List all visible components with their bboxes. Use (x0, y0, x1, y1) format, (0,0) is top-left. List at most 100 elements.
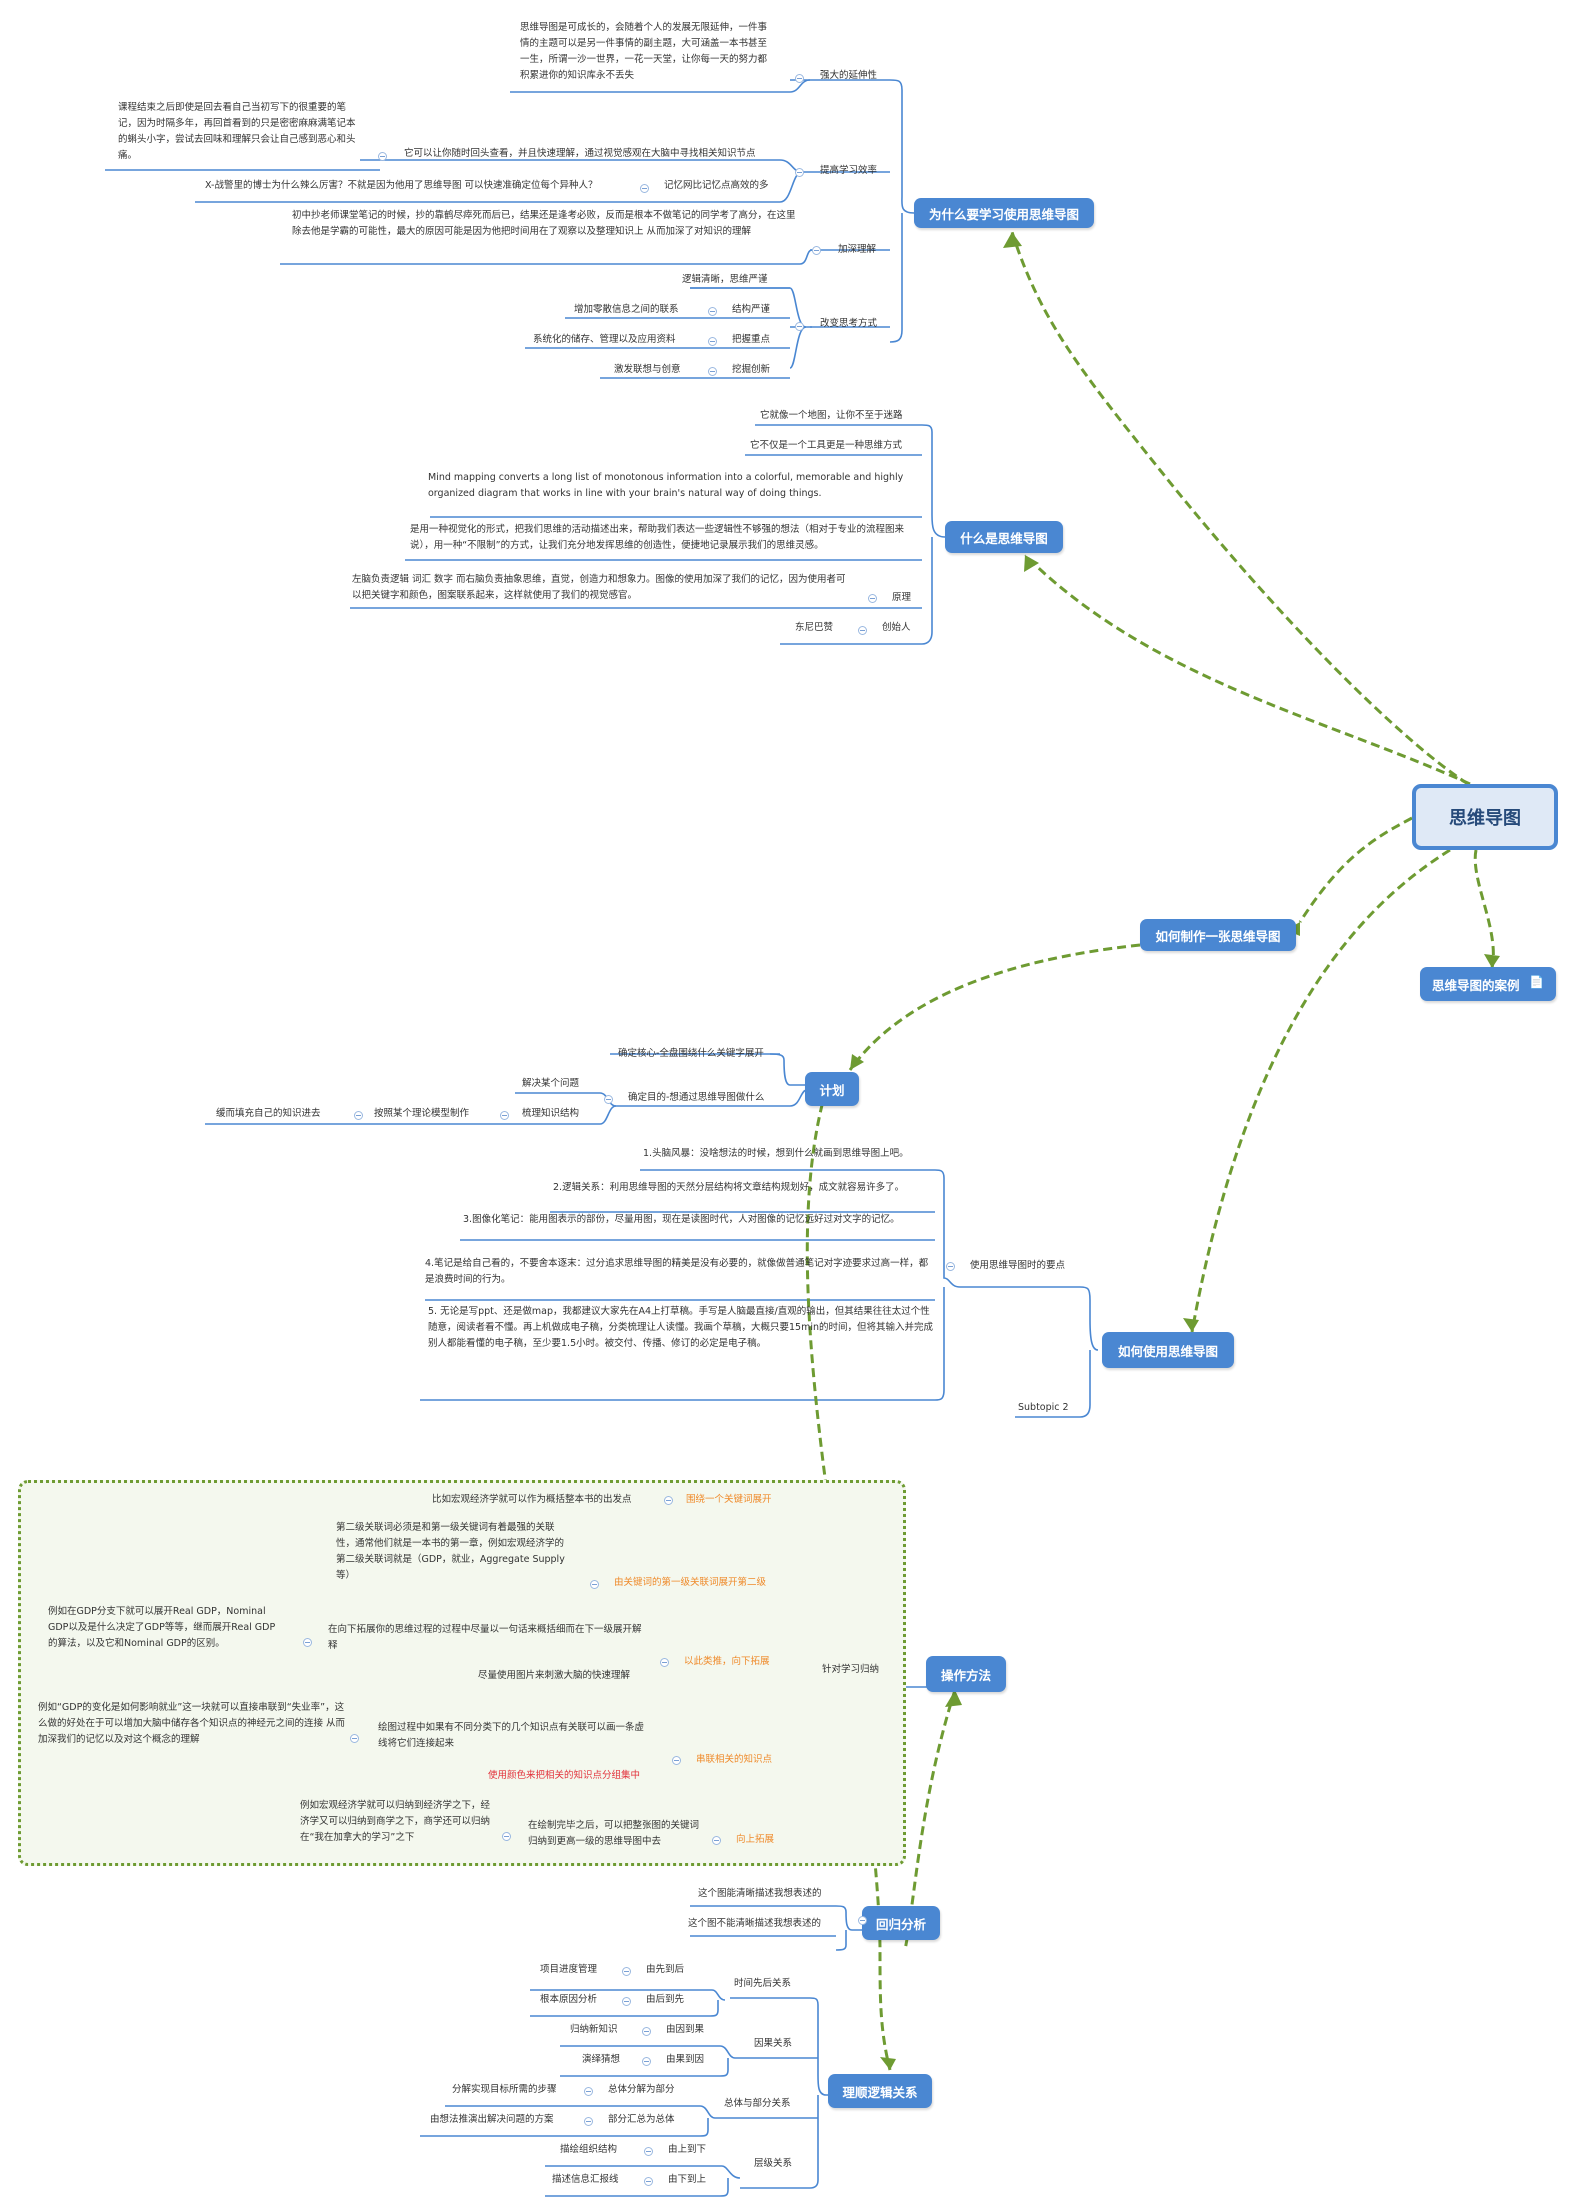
logic-group-3-item-1: 总体分解为部分 (608, 2084, 675, 2095)
collapse-toggle[interactable] (584, 2117, 593, 2126)
collapse-toggle[interactable] (640, 184, 649, 193)
logic-group-3-item-2: 部分汇总为总体 (608, 2114, 675, 2125)
method-item-5-label[interactable]: 使用颜色来把相关的知识点分组集中 (488, 1770, 641, 1781)
collapse-toggle[interactable] (660, 1658, 669, 1667)
logic-group-2-item-2-note: 演绎猜想 (582, 2054, 621, 2065)
collapse-toggle[interactable] (812, 246, 821, 255)
collapse-toggle[interactable] (708, 367, 717, 376)
why-thinking-item-4-note: 激发联想与创意 (614, 364, 681, 375)
collapse-toggle[interactable] (354, 1111, 363, 1120)
topic-logic[interactable]: 理顺逻辑关系 (828, 2074, 932, 2108)
topic-what[interactable]: 什么是思维导图 (945, 521, 1063, 553)
method-item-6-label[interactable]: 向上拓展 (736, 1834, 775, 1845)
logic-group-2[interactable]: 因果关系 (754, 2038, 793, 2049)
why-efficiency-review: 它可以让你随时回头查看，并且快速理解，通过视觉感观在大脑中寻找相关知识节点 (404, 148, 756, 159)
note-icon[interactable]: 📄 (1529, 975, 1544, 989)
topic-how-use[interactable]: 如何使用思维导图 (1102, 1332, 1234, 1368)
relation-root-howmake (1298, 816, 1413, 923)
collapse-toggle[interactable] (644, 2147, 653, 2156)
method-boundary (18, 1480, 906, 1866)
collapse-toggle[interactable] (708, 337, 717, 346)
root-topic[interactable]: 思维导图 (1412, 784, 1558, 850)
relation-root-why (1010, 231, 1469, 786)
how-use-tip-4: 4.笔记是给自己看的，不要舍本逐末：过分追求思维导图的精美是没有必要的，就像做普… (425, 1258, 929, 1285)
relation-root-howuse (1190, 848, 1451, 1333)
how-use-tip-3: 3.图像化笔记：能用图表示的部份，尽量用图，现在是读图时代，人对图像的记忆远好过… (463, 1214, 900, 1225)
topic-plan[interactable]: 计划 (805, 1072, 859, 1106)
collapse-toggle[interactable] (590, 1580, 599, 1589)
collapse-toggle[interactable] (502, 1832, 511, 1841)
method-item-3-label[interactable]: 以此类推，向下拓展 (684, 1656, 770, 1667)
logic-group-3-item-2-note: 由想法推演出解决问题的方案 (430, 2114, 554, 2125)
what-principle-label[interactable]: 原理 (892, 592, 912, 603)
topic-cases[interactable]: 思维导图的案例 (1420, 967, 1556, 1001)
method-item-4-label[interactable]: 串联相关的知识点 (696, 1754, 773, 1765)
collapse-toggle[interactable] (858, 626, 867, 635)
method-item-2-note: 第二级关联词必须是和第一级关键词有着最强的关联性，通常他们就是一本书的第一章，例… (336, 1522, 565, 1581)
logic-group-4[interactable]: 层级关系 (754, 2158, 793, 2169)
why-thinking-item-3-note: 系统化的储存、管理以及应用资料 (533, 334, 676, 345)
why-efficiency-memory-note: X-战警里的博士为什么辣么厉害？不就是因为他用了思维导图 可以快速准确定位每个异… (205, 180, 598, 191)
method-item-1-label[interactable]: 围绕一个关键词展开 (686, 1494, 772, 1505)
collapse-toggle[interactable] (868, 594, 877, 603)
collapse-toggle[interactable] (946, 1262, 955, 1271)
how-use-points[interactable]: 使用思维导图时的要点 (970, 1260, 1066, 1271)
collapse-toggle[interactable] (712, 1836, 721, 1845)
logic-group-2-item-2: 由果到因 (666, 2054, 705, 2065)
collapse-toggle[interactable] (378, 152, 387, 161)
topic-why[interactable]: 为什么要学习使用思维导图 (914, 198, 1094, 228)
what-english: Mind mapping converts a long list of mon… (428, 472, 904, 499)
collapse-toggle[interactable] (858, 1916, 867, 1925)
collapse-toggle[interactable] (795, 322, 804, 331)
method-item-4-note: 绘图过程中如果有不同分类下的几个知识点有关联可以画一条虚线将它们连接起来 (378, 1722, 645, 1749)
collapse-toggle[interactable] (644, 2177, 653, 2186)
regress-yes[interactable]: 这个图能清晰描述我想表述的 (698, 1888, 822, 1899)
how-use-tip-2: 2.逻辑关系：利用思维导图的天然分层结构将文章结构规划好，成文就容易许多了。 (553, 1182, 905, 1193)
why-deepen-label[interactable]: 加深理解 (838, 244, 877, 255)
what-founder-label[interactable]: 创始人 (882, 622, 911, 633)
collapse-toggle[interactable] (708, 307, 717, 316)
why-efficiency-memory: 记忆网比记忆点高效的多 (664, 180, 769, 191)
collapse-toggle[interactable] (642, 2027, 651, 2036)
what-tool: 它不仅是一个工具更是一种思维方式 (750, 440, 903, 451)
collapse-toggle[interactable] (604, 1095, 613, 1104)
topic-regress[interactable]: 回归分析 (862, 1906, 940, 1940)
relation-root-cases (1473, 849, 1495, 969)
how-use-tip-1: 1.头脑风暴：没啥想法的时候，想到什么就画到思维导图上吧。 (643, 1148, 909, 1159)
how-use-subtopic[interactable]: Subtopic 2 (1018, 1402, 1069, 1413)
method-group[interactable]: 针对学习归纳 (822, 1664, 880, 1675)
collapse-toggle[interactable] (500, 1111, 509, 1120)
why-efficiency-label[interactable]: 提高学习效率 (820, 165, 878, 176)
collapse-toggle[interactable] (664, 1496, 673, 1505)
method-item-2-label[interactable]: 由关键词的第一级关联词展开第二级 (614, 1577, 767, 1588)
logic-group-3[interactable]: 总体与部分关系 (724, 2098, 791, 2109)
why-thinking-item-1: 逻辑清晰，思维严谨 (682, 274, 768, 285)
what-visual: 是用一种视觉化的形式，把我们思维的活动描述出来，帮助我们表达一些逻辑性不够强的想… (410, 524, 905, 551)
collapse-toggle[interactable] (642, 2057, 651, 2066)
method-item-3-sub: 例如在GDP分支下就可以展开Real GDP，Nominal GDP以及是什么决… (48, 1606, 276, 1649)
collapse-toggle[interactable] (622, 1967, 631, 1976)
why-thinking-label[interactable]: 改变思考方式 (820, 318, 878, 329)
plan-fill: 缓而填充自己的知识进去 (216, 1108, 321, 1119)
collapse-toggle[interactable] (622, 1997, 631, 2006)
collapse-toggle[interactable] (584, 2087, 593, 2096)
collapse-toggle[interactable] (350, 1734, 359, 1743)
collapse-toggle[interactable] (672, 1756, 681, 1765)
method-item-3-note: 在向下拓展你的思维过程的过程中尽量以一句话来概括细而在下一级展开解释 (328, 1624, 642, 1651)
logic-group-1-item-1-note: 项目进度管理 (540, 1964, 598, 1975)
collapse-toggle[interactable] (303, 1638, 312, 1647)
why-thinking-item-2-note: 增加零散信息之间的联系 (574, 304, 679, 315)
why-thinking-item-2: 结构严谨 (732, 304, 771, 315)
method-item-3-extra: 尽量使用图片来刺激大脑的快速理解 (478, 1670, 631, 1681)
collapse-toggle[interactable] (795, 74, 804, 83)
why-extend-label[interactable]: 强大的延伸性 (820, 70, 878, 81)
logic-group-4-item-2-note: 描述信息汇报线 (552, 2174, 619, 2185)
logic-group-1[interactable]: 时间先后关系 (734, 1978, 792, 1989)
plan-core: 确定核心-全盘围绕什么关键字展开 (618, 1048, 764, 1059)
how-use-tip-5: 5. 无论是写ppt、还是做map，我都建议大家先在A4上打草稿。手写是人脑最直… (428, 1306, 934, 1349)
plan-theory: 按照某个理论模型制作 (374, 1108, 470, 1119)
topic-how-make[interactable]: 如何制作一张思维导图 (1140, 919, 1296, 951)
collapse-toggle[interactable] (795, 168, 804, 177)
regress-no[interactable]: 这个图不能清晰描述我想表述的 (688, 1918, 822, 1929)
topic-method[interactable]: 操作方法 (926, 1656, 1006, 1692)
